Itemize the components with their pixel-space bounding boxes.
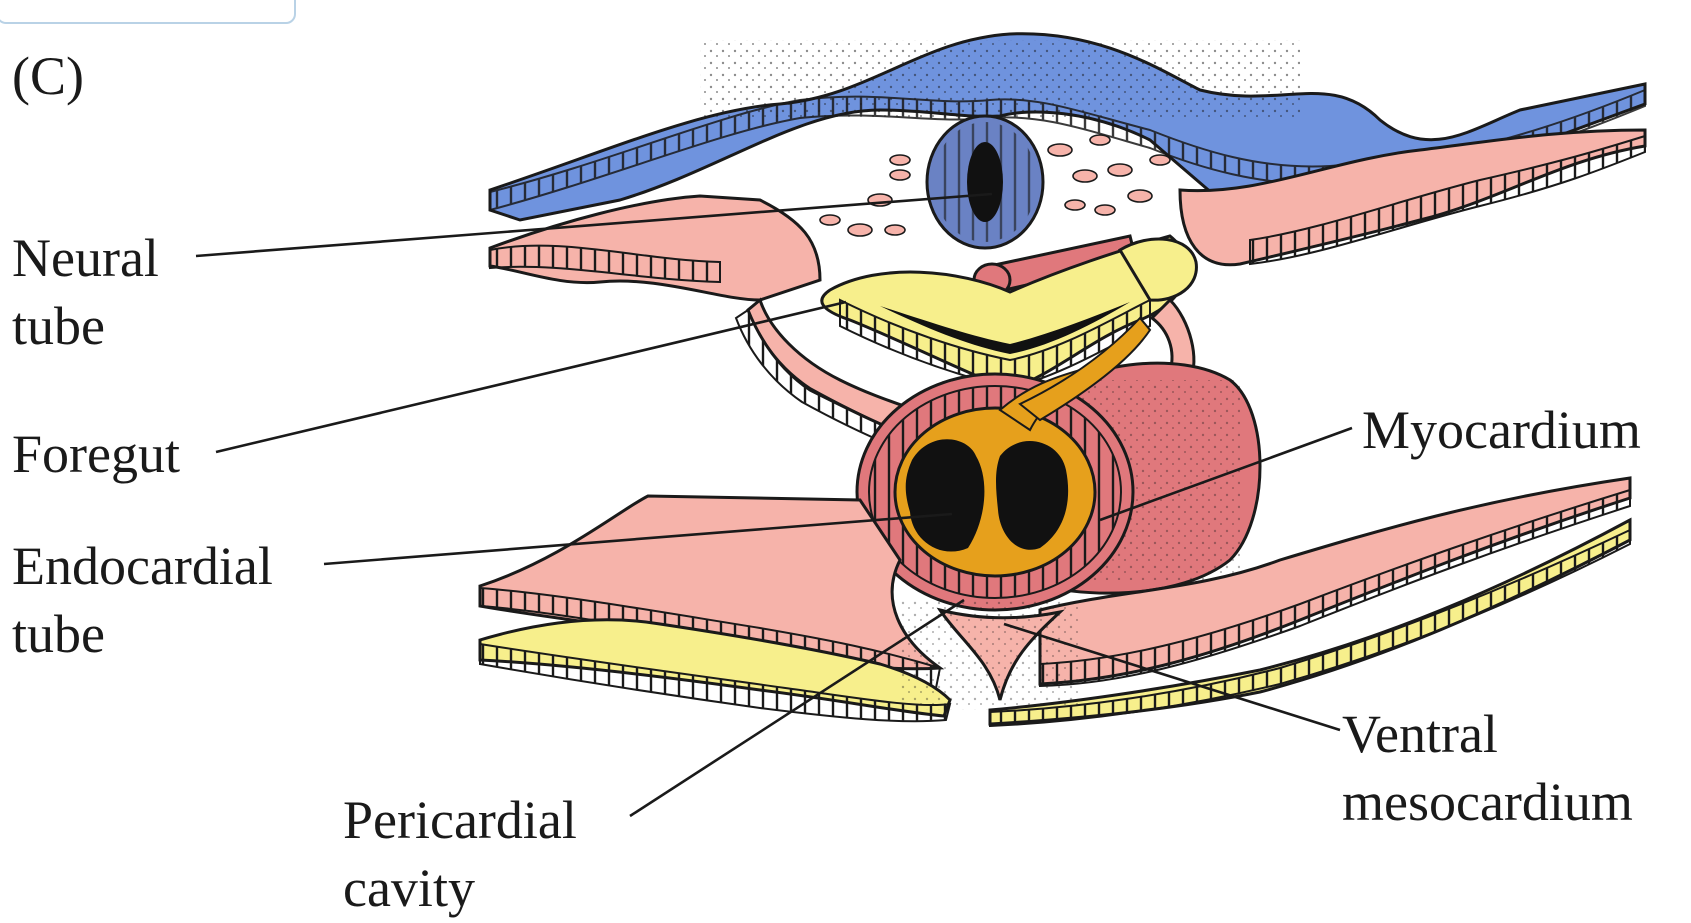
neural-tube-lumen [967,142,1003,222]
label-pericardial-cavity-line1: Pericardial [343,786,577,854]
label-foregut: Foregut [12,420,180,488]
neural-tube [927,116,1043,248]
label-endocardial-tube-line1: Endocardial [12,532,273,600]
label-ventral-mesocardium-line2: mesocardium [1342,768,1633,836]
label-neural-tube: Neural tube [12,224,159,360]
panel-letter: (C) [12,42,84,110]
label-neural-tube-line1: Neural [12,224,159,292]
label-pericardial-cavity: Pericardial cavity [343,786,577,922]
label-ventral-mesocardium: Ventral mesocardium [1342,700,1633,836]
leader-line-foregut [216,302,846,452]
label-neural-tube-line2: tube [12,292,159,360]
label-ventral-mesocardium-line1: Ventral [1342,700,1633,768]
label-endocardial-tube: Endocardial tube [12,532,273,668]
ventral-mesocardium [900,600,1080,710]
label-pericardial-cavity-line2: cavity [343,854,577,922]
label-endocardial-tube-line2: tube [12,600,273,668]
label-myocardium: Myocardium [1362,396,1641,464]
ectoderm-stipple [700,40,1300,120]
